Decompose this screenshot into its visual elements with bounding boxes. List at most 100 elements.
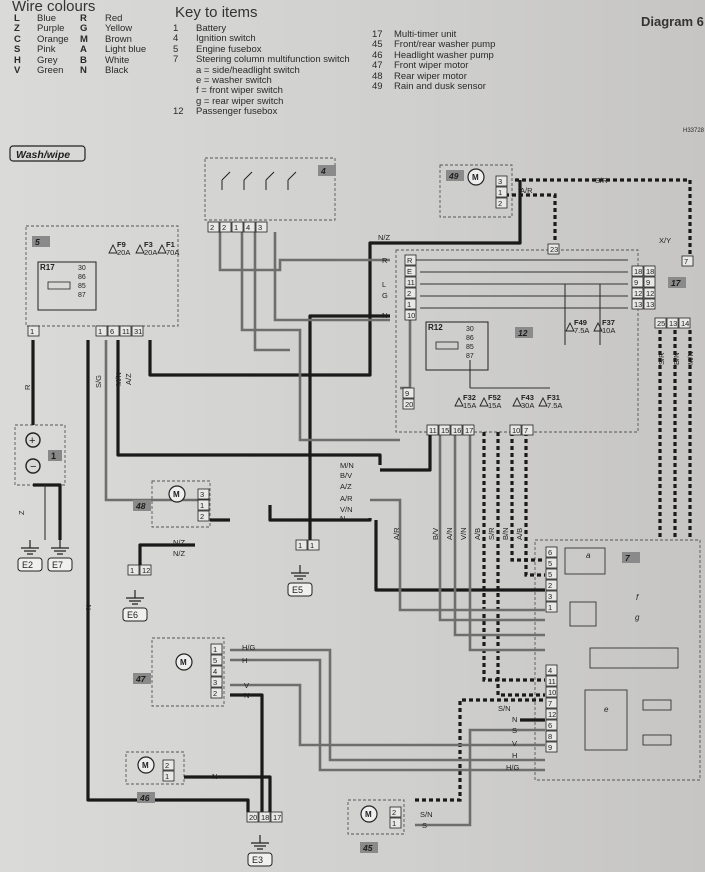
headlight-washer-pump-pin xyxy=(162,759,175,771)
colour-name: Grey xyxy=(37,54,58,66)
ignition-contact xyxy=(243,171,253,190)
relay-r17 xyxy=(37,261,97,311)
ground-e5-pin xyxy=(295,539,308,551)
colour-name: Red xyxy=(105,13,123,24)
multi-timer-b-pin-number: 12 xyxy=(646,289,654,298)
wire-label-v-47: V xyxy=(244,681,249,690)
e3-ground-tag xyxy=(247,852,273,867)
multifunction-switch-a-pin-number: 5 xyxy=(548,559,552,568)
passenger-fusebox-label: 12 xyxy=(518,328,528,338)
rain-sensor-tag xyxy=(446,170,464,181)
wire-az-left xyxy=(104,340,210,502)
ground-e5-pin xyxy=(307,539,320,551)
multi-timer-b-pin xyxy=(643,287,656,299)
multifunction-switch-a-pin xyxy=(545,590,558,602)
wire-n-47 xyxy=(230,693,264,812)
headlight-washer-motor-symbol: M xyxy=(142,761,149,770)
washer-switch xyxy=(584,689,628,751)
f3-fuse-label: F3 xyxy=(144,240,153,249)
wire-label-n-b: N xyxy=(340,514,345,523)
relay-r17-pin: 30 xyxy=(78,265,86,272)
wire-17-bus xyxy=(420,271,628,309)
front-rear-washer-pump-label: 45 xyxy=(362,843,373,853)
wire-ar-vert xyxy=(370,498,545,612)
f31-fuse-icon xyxy=(538,396,548,407)
f37-fuse-icon xyxy=(593,321,603,332)
multifunction-switch-b-pin-number: 9 xyxy=(548,743,552,752)
multifunction-switch-b-pin-number: 10 xyxy=(548,688,556,697)
wire-vert-a xyxy=(482,432,545,682)
wire-ar-ign xyxy=(253,232,290,352)
ground-e5-pin-number: 1 xyxy=(298,541,302,550)
fusebox-12-bottom-pin xyxy=(438,424,451,436)
rain-sensor-label: 49 xyxy=(448,171,459,181)
wire-v-47 xyxy=(230,683,545,747)
multi-timer-b-pin xyxy=(643,298,656,310)
ground-e6-pin xyxy=(139,564,152,576)
wire-label-sn-7: S/N xyxy=(498,704,511,713)
section-label: Wash/wipe xyxy=(16,149,70,161)
key-item-number: 5 xyxy=(173,43,179,55)
fusebox-12-left-pin xyxy=(404,309,417,321)
e3-ground-icon xyxy=(251,835,269,850)
f52-fuse-rating: 15A xyxy=(488,401,501,410)
multifunction-switch-a-pin-number: 6 xyxy=(548,548,552,557)
f9-fuse-icon xyxy=(108,243,118,254)
engine-fusebox-pin xyxy=(95,325,108,337)
fusebox-12-left-pin xyxy=(404,287,417,299)
f3-fuse-icon xyxy=(135,243,145,254)
timer-module xyxy=(589,647,679,669)
e6-ground-label: E6 xyxy=(127,610,138,620)
rear-wiper-motor-pin xyxy=(197,499,210,511)
wire-n-46 xyxy=(184,775,272,812)
colour-name: White xyxy=(105,54,130,66)
multifunction-switch-b-pin xyxy=(545,719,558,731)
multifunction-switch-b-pin-number: 12 xyxy=(548,710,556,719)
colour-name: Blue xyxy=(37,13,57,24)
relay-r12-pin: 30 xyxy=(466,326,474,333)
e6-ground-icon xyxy=(126,590,144,605)
wire-label-mn-left: M/N xyxy=(114,372,123,386)
key-item-label: g = rear wiper switch xyxy=(196,95,284,107)
key-item-number: 1 xyxy=(173,23,179,34)
wire-label-z-e2: Z xyxy=(17,510,26,515)
fusebox-12-bottom2-pin-number: 10 xyxy=(512,426,520,435)
multi-timer-a-pin xyxy=(631,265,644,277)
headlight-washer-pump-tag xyxy=(137,792,155,803)
wire-vert-d xyxy=(524,432,545,577)
front-wiper-motor-symbol: M xyxy=(180,658,187,667)
relay-coil-1 xyxy=(642,699,672,711)
ignition-contact xyxy=(287,171,297,190)
front-wiper-switch-label: f xyxy=(636,593,639,602)
washer-pump-pin-number: 2 xyxy=(392,808,396,817)
wire-label-v-ar: A/R xyxy=(392,527,401,540)
rain-sensor-pin xyxy=(495,186,508,198)
wire-vert-vn xyxy=(468,432,545,652)
wire-mn-left xyxy=(116,340,382,465)
multi-timer-7-pin-number: 7 xyxy=(684,257,688,266)
wire-h-47 xyxy=(230,658,545,772)
wire-label-n-7: N xyxy=(512,715,517,724)
wire-label-v-ab2: A/B xyxy=(515,528,524,540)
rain-sensor-pin-number: 1 xyxy=(498,188,502,197)
wire-label-ar-top: A/R xyxy=(520,186,533,195)
key-item-label: Steering column multifunction switch xyxy=(196,54,350,66)
wire-label-v-bn: B/N xyxy=(501,527,510,540)
side-headlight-switch-label: a xyxy=(586,551,591,560)
sensor-out-pin-number: 23 xyxy=(550,245,558,254)
colour-code: B xyxy=(80,54,87,66)
multifunction-switch-b-pin xyxy=(545,697,558,709)
multi-timer-a-pin-number: 18 xyxy=(634,267,642,276)
wire-r-ign xyxy=(218,232,390,272)
f1-fuse-icon xyxy=(157,243,167,254)
wire-label-nz-48a: N/Z xyxy=(173,538,186,547)
rear-wiper-motor-pin-number: 1 xyxy=(200,501,204,510)
wire-l-ign xyxy=(240,232,400,442)
engine-fusebox-pin-number: 6 xyxy=(110,327,114,336)
multi-timer-b-pin xyxy=(643,276,656,288)
colour-code: H xyxy=(14,54,21,66)
fusebox-12-bottom-pin-number: 17 xyxy=(465,426,473,435)
wire-label-bv-b: B/V xyxy=(340,471,352,480)
wire-sg-left xyxy=(86,340,250,812)
ground-e6-pin xyxy=(127,564,140,576)
